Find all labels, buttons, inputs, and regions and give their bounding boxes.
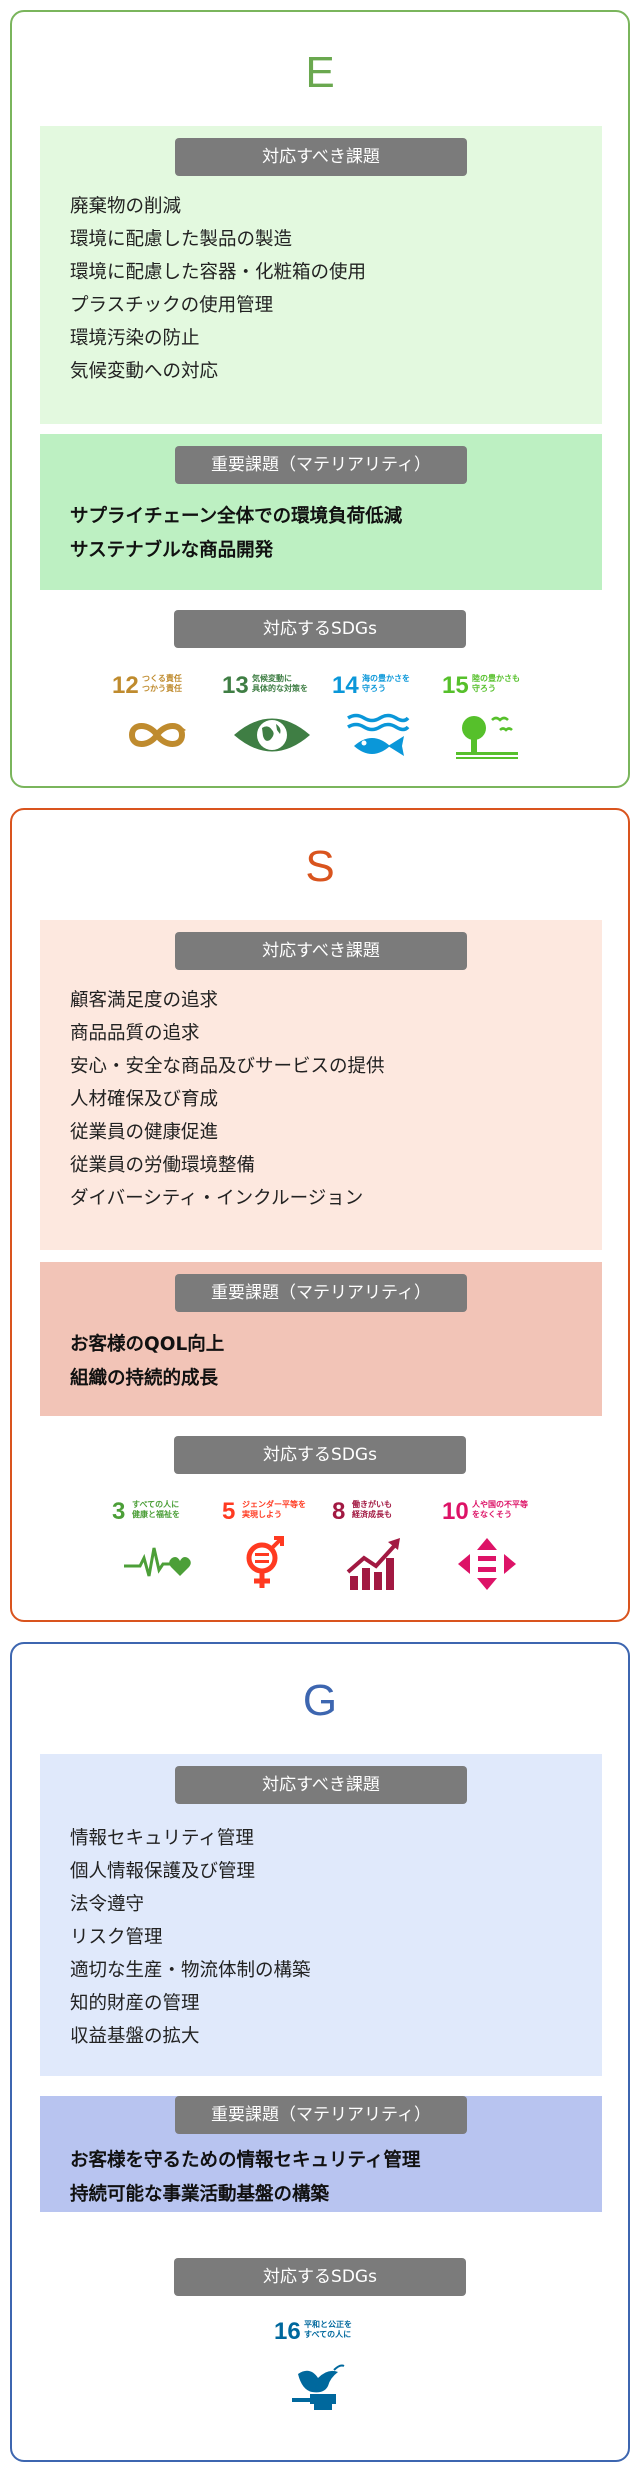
list-item: 収益基盤の拡大	[70, 2026, 200, 2047]
sdg-number: 12	[112, 672, 139, 699]
growth-chart-icon	[346, 1538, 400, 1590]
sdg-number: 3	[112, 1498, 126, 1525]
list-item: ダイバーシティ・インクルージョン	[70, 1188, 364, 1209]
sdg-caption: すべての人に 健康と福祉を	[132, 1500, 180, 1519]
issues-list: 情報セキュリティ管理 個人情報保護及び管理 法令遵守 リスク管理 適切な生産・物…	[70, 1822, 311, 2053]
list-item: 気候変動への対応	[70, 361, 219, 382]
materiality-list: お客様を守るための情報セキュリティ管理 持続可能な事業活動基盤の構築	[70, 2144, 420, 2212]
sdg-caption: 海の豊かさを 守ろう	[362, 674, 410, 693]
list-item: 持続可能な事業活動基盤の構築	[70, 2184, 330, 2205]
social-card: S 対応すべき課題 顧客満足度の追求 商品品質の追求 安心・安全な商品及びサービ…	[10, 808, 630, 1622]
sdg-number: 8	[332, 1498, 346, 1525]
sdg-13: 13 気候変動に 具体的な対策を	[222, 672, 322, 772]
list-item: お客様を守るための情報セキュリティ管理	[70, 2150, 421, 2171]
sdg-number: 15	[442, 672, 469, 699]
sdg-number: 13	[222, 672, 249, 699]
list-item: 適切な生産・物流体制の構築	[70, 1960, 311, 1981]
list-item: 安心・安全な商品及びサービスの提供	[70, 1056, 385, 1077]
sdg-12: 12 つくる責任 つかう責任	[112, 672, 212, 772]
sdg-number: 14	[332, 672, 359, 699]
list-item: 人材確保及び育成	[70, 1089, 219, 1110]
issues-box: 対応すべき課題 顧客満足度の追求 商品品質の追求 安心・安全な商品及びサービスの…	[40, 920, 602, 1250]
infinity-icon	[128, 723, 186, 747]
heartbeat-icon	[124, 1547, 191, 1577]
environment-card: E 対応すべき課題 廃棄物の削減 環境に配慮した製品の製造 環境に配慮した容器・…	[10, 10, 630, 788]
section-letter: E	[305, 48, 335, 97]
issues-list: 顧客満足度の追求 商品品質の追求 安心・安全な商品及びサービスの提供 人材確保及…	[70, 984, 385, 1215]
sdg-8: 8 働きがいも 経済成長も	[332, 1498, 432, 1598]
section-letter: G	[302, 1676, 338, 1725]
sdg-14: 14 海の豊かさを 守ろう	[332, 672, 432, 772]
list-item: 廃棄物の削減	[70, 196, 182, 217]
issues-title: 対応すべき課題	[175, 1766, 467, 1804]
materiality-box: 重要課題（マテリアリティ） お客様を守るための情報セキュリティ管理 持続可能な事…	[40, 2096, 602, 2212]
list-item: 商品品質の追求	[70, 1023, 200, 1044]
sdgs-title: 対応するSDGs	[174, 2258, 466, 2296]
list-item: サプライチェーン全体での環境負荷低減	[70, 506, 403, 527]
materiality-title: 重要課題（マテリアリティ）	[175, 2096, 467, 2134]
materiality-title: 重要課題（マテリアリティ）	[175, 446, 467, 484]
materiality-box: 重要課題（マテリアリティ） お客様のQOL向上 組織の持続的成長	[40, 1262, 602, 1416]
list-item: お客様のQOL向上	[70, 1334, 225, 1355]
equality-arrows-icon	[458, 1538, 516, 1590]
gender-equality-icon	[246, 1536, 284, 1588]
list-item: プラスチックの使用管理	[70, 295, 274, 316]
materiality-list: サプライチェーン全体での環境負荷低減 サステナブルな商品開発	[70, 500, 402, 568]
sdg-caption: 働きがいも 経済成長も	[352, 1500, 392, 1519]
sdgs-title: 対応するSDGs	[174, 1436, 466, 1474]
list-item: 知的財産の管理	[70, 1993, 200, 2014]
materiality-list: お客様のQOL向上 組織の持続的成長	[70, 1328, 224, 1396]
sdg-caption: 気候変動に 具体的な対策を	[252, 674, 308, 693]
list-item: 情報セキュリティ管理	[70, 1828, 254, 1849]
sdgs-title: 対応するSDGs	[174, 610, 466, 648]
list-item: 個人情報保護及び管理	[70, 1861, 256, 1882]
sdg-caption: 陸の豊かさも 守ろう	[472, 674, 520, 693]
list-item: 顧客満足度の追求	[70, 990, 219, 1011]
sdg-5: 5 ジェンダー平等を 実現しよう	[222, 1498, 322, 1598]
issues-list: 廃棄物の削減 環境に配慮した製品の製造 環境に配慮した容器・化粧箱の使用 プラス…	[70, 190, 366, 388]
issues-title: 対応すべき課題	[175, 932, 467, 970]
sdg-number: 10	[442, 1498, 469, 1525]
issues-box: 対応すべき課題 廃棄物の削減 環境に配慮した製品の製造 環境に配慮した容器・化粧…	[40, 126, 602, 424]
sdg-number: 5	[222, 1498, 236, 1525]
fish-icon	[347, 713, 410, 756]
sdg-caption: 人や国の不平等 をなくそう	[472, 1500, 528, 1519]
sdg-10: 10 人や国の不平等 をなくそう	[442, 1498, 542, 1598]
sdg-16: 16 平和と公正を すべての人に	[274, 2318, 374, 2418]
list-item: 法令遵守	[70, 1894, 145, 1915]
sdg-15: 15 陸の豊かさも 守ろう	[442, 672, 542, 772]
sdg-caption: ジェンダー平等を 実現しよう	[242, 1500, 306, 1519]
governance-card: G 対応すべき課題 情報セキュリティ管理 個人情報保護及び管理 法令遵守 リスク…	[10, 1642, 630, 2462]
materiality-box: 重要課題（マテリアリティ） サプライチェーン全体での環境負荷低減 サステナブルな…	[40, 434, 602, 590]
sdg-3: 3 すべての人に 健康と福祉を	[112, 1498, 212, 1598]
list-item: 環境に配慮した製品の製造	[70, 229, 293, 250]
materiality-title: 重要課題（マテリアリティ）	[175, 1274, 467, 1312]
list-item: 従業員の健康促進	[70, 1122, 219, 1143]
section-letter: S	[305, 842, 335, 891]
sdg-caption: つくる責任 つかう責任	[142, 674, 182, 693]
issues-title: 対応すべき課題	[175, 138, 467, 176]
list-item: リスク管理	[70, 1927, 163, 1948]
list-item: 従業員の労働環境整備	[70, 1155, 256, 1176]
eye-globe-icon	[234, 718, 310, 752]
list-item: 環境汚染の防止	[70, 328, 200, 349]
issues-box: 対応すべき課題 情報セキュリティ管理 個人情報保護及び管理 法令遵守 リスク管理…	[40, 1754, 602, 2076]
list-item: 組織の持続的成長	[70, 1368, 219, 1389]
sdg-number: 16	[274, 2318, 301, 2345]
list-item: 環境に配慮した容器・化粧箱の使用	[70, 262, 367, 283]
tree-icon	[456, 716, 518, 759]
list-item: サステナブルな商品開発	[70, 540, 274, 561]
dove-gavel-icon	[292, 2364, 345, 2410]
sdg-caption: 平和と公正を すべての人に	[304, 2320, 352, 2339]
